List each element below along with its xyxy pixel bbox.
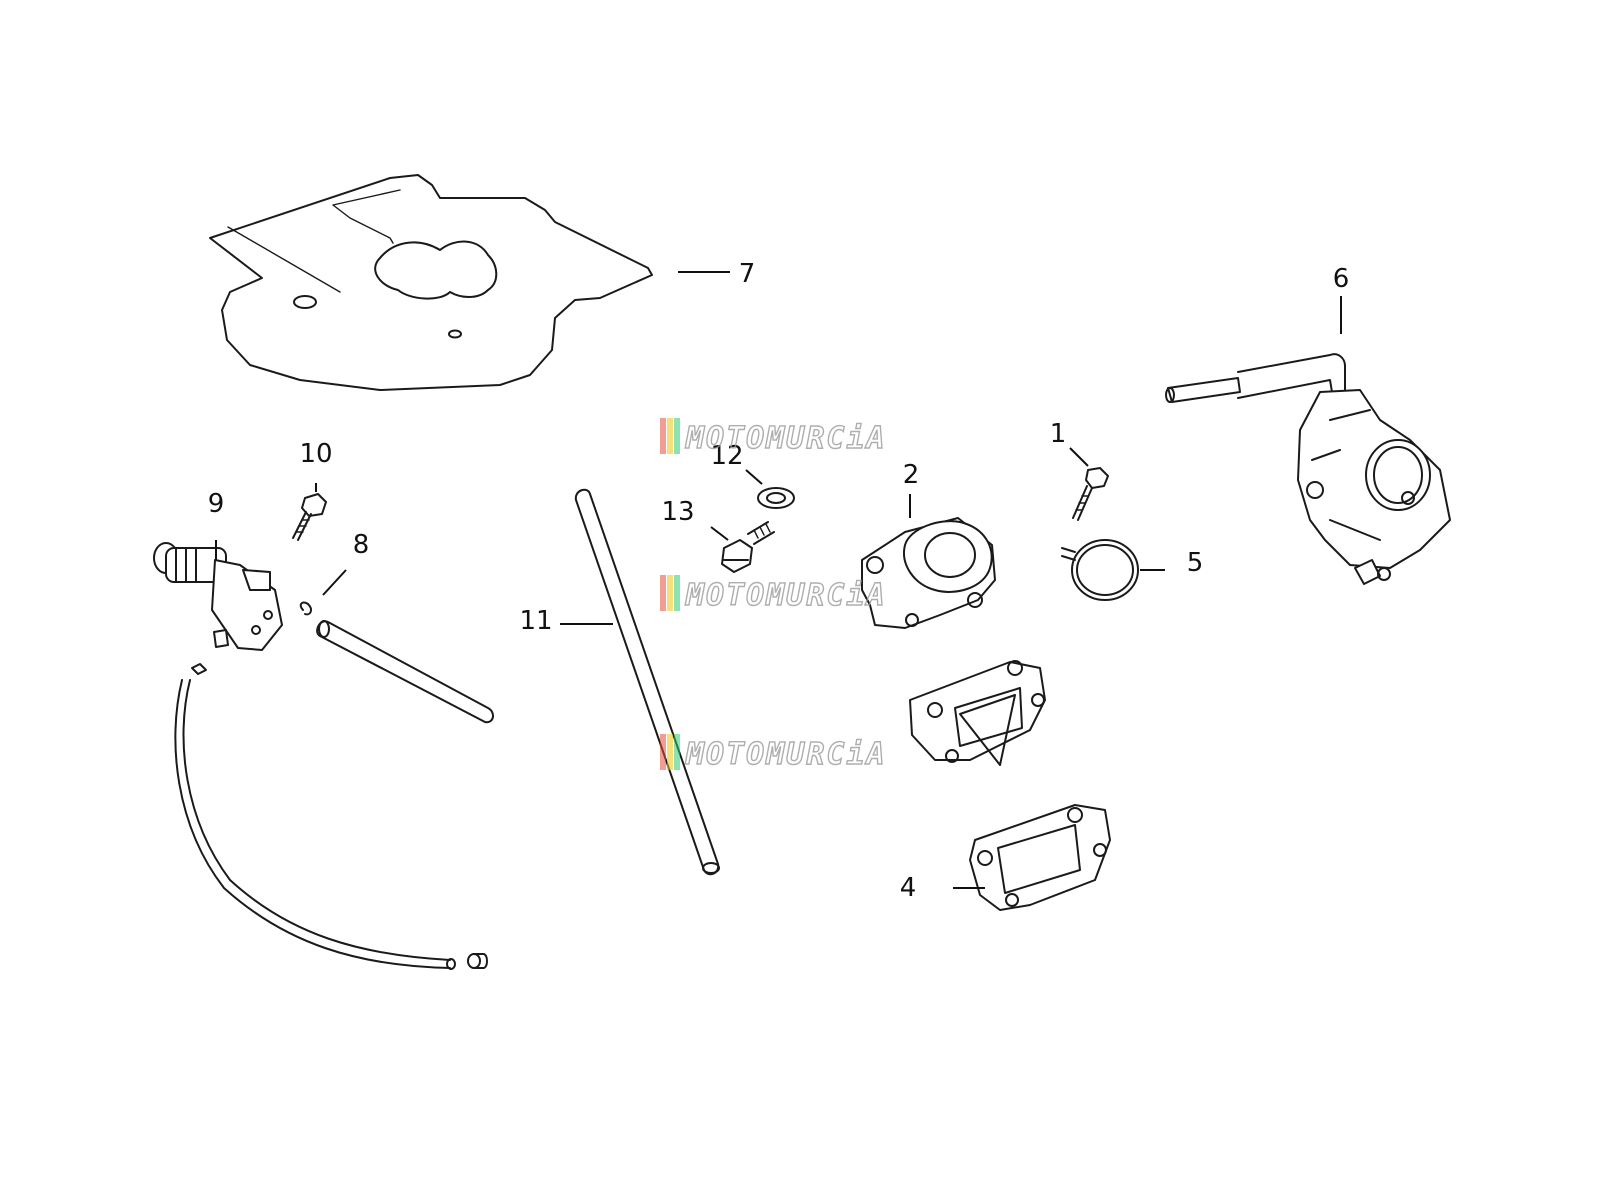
watermark-1: MOTOMURCiA <box>660 418 887 457</box>
callout-11: 11 <box>519 606 552 636</box>
part-1-screw <box>1072 467 1109 521</box>
part-8-clip <box>299 601 312 616</box>
callout-13: 13 <box>661 497 694 527</box>
hose-long <box>174 679 488 970</box>
part-5-clamp <box>1061 539 1139 601</box>
watermark-text: MOTOMURCiA <box>685 421 887 456</box>
part-4-gasket <box>969 804 1111 911</box>
callout-8: 8 <box>353 530 370 560</box>
leader-lines <box>215 271 1342 889</box>
watermark-2: MOTOMURCiA <box>660 575 887 614</box>
watermark-3: MOTOMURCiA <box>660 734 887 773</box>
callout-9: 9 <box>208 489 225 519</box>
watermark-text: MOTOMURCiA <box>685 737 887 772</box>
reed-valve <box>909 660 1046 766</box>
callout-7: 7 <box>739 259 756 289</box>
callout-labels: 1 2 4 5 6 7 8 9 10 11 12 13 <box>208 259 1350 903</box>
hose-short <box>316 620 494 724</box>
callout-6: 6 <box>1333 264 1350 294</box>
part-10-screw <box>292 493 327 541</box>
part-7-cover-plate <box>209 174 653 391</box>
part-6-carburetor <box>1165 353 1451 585</box>
part-12-washer <box>757 487 795 509</box>
part-2-intake-manifold <box>861 517 996 629</box>
part-11-hose <box>574 488 720 876</box>
callout-1: 1 <box>1050 419 1067 449</box>
watermark-text: MOTOMURCiA <box>685 578 887 613</box>
callout-10: 10 <box>299 439 332 469</box>
callout-5: 5 <box>1187 548 1204 578</box>
callout-4: 4 <box>900 873 917 903</box>
callout-12: 12 <box>710 441 743 471</box>
callout-2: 2 <box>903 460 920 490</box>
part-9-pump <box>153 542 283 675</box>
part-13-bolt <box>721 521 775 573</box>
